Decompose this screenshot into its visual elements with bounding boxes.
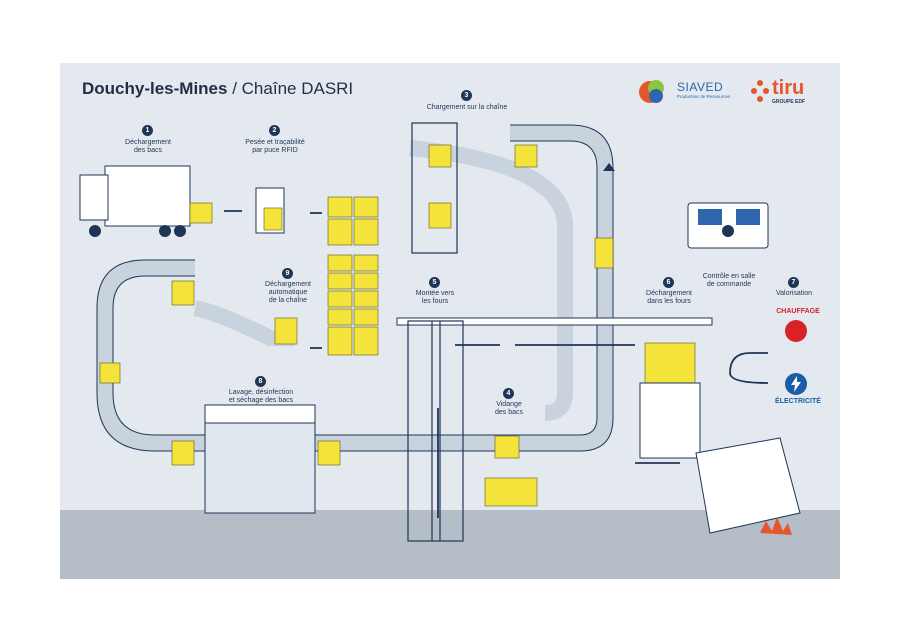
step-4-label: Vidange des bacs — [494, 401, 524, 416]
control-room-label: Contrôle en salle de commande — [702, 273, 756, 288]
heat-icon — [785, 320, 807, 342]
step-2-label: Pesée et traçabilité par puce RFID — [245, 139, 305, 154]
step-5-label: Montée vers les fours — [415, 290, 455, 305]
title-separator: / — [227, 79, 242, 98]
siaved-name: SIAVED — [677, 80, 724, 94]
tiru-name: tiru — [772, 77, 805, 99]
control-room — [687, 202, 769, 249]
step-3-number: 3 — [461, 90, 472, 101]
step-7-label: Valorisation — [775, 290, 813, 297]
step-6-number: 6 — [663, 277, 674, 288]
flow-arrows — [224, 210, 769, 518]
title-place: Douchy-les-Mines — [82, 79, 228, 98]
step-1-label: Déchargement des bacs — [125, 139, 171, 154]
truck — [79, 165, 191, 237]
lift-towers — [407, 122, 464, 542]
step-7-number: 7 — [788, 277, 799, 288]
lightning-icon — [785, 373, 807, 395]
title-subtitle: Chaîne DASRI — [241, 79, 354, 98]
step-1-number: 1 — [142, 125, 153, 136]
line-bins — [99, 144, 696, 507]
stacked-bins — [327, 196, 379, 356]
step-9-number: 9 — [282, 268, 293, 279]
step-8-label: Lavage, désinfection et séchage des bacs — [228, 389, 294, 404]
step-4-number: 4 — [503, 388, 514, 399]
infographic-panel: Douchy-les-Mines / Chaîne DASRI SIAVED P… — [60, 63, 840, 579]
step-5-number: 5 — [429, 277, 440, 288]
page-title: Douchy-les-Mines / Chaîne DASRI — [82, 79, 353, 99]
electricity-output-label: ÉLECTRICITÉ — [775, 398, 821, 405]
furnace — [639, 382, 801, 535]
step-2-number: 2 — [269, 125, 280, 136]
siaved-logo-icon — [639, 80, 664, 103]
conveyor-track — [97, 125, 613, 451]
siaved-tagline: Producteur de Ressources — [677, 94, 731, 99]
step-3-label: Chargement sur la chaîne — [426, 104, 508, 111]
step-8-number: 8 — [255, 376, 266, 387]
process-scene — [79, 122, 801, 542]
heat-output-label: CHAUFFAGE — [776, 308, 820, 315]
tiru-tagline: GROUPE EDF — [772, 99, 806, 105]
tiru-logo-icon — [751, 80, 769, 102]
step-6-label: Déchargement dans les fours — [646, 290, 692, 305]
conveyor-edges — [96, 124, 614, 452]
step-9-label: Déchargement automatique de la chaîne — [265, 281, 311, 304]
